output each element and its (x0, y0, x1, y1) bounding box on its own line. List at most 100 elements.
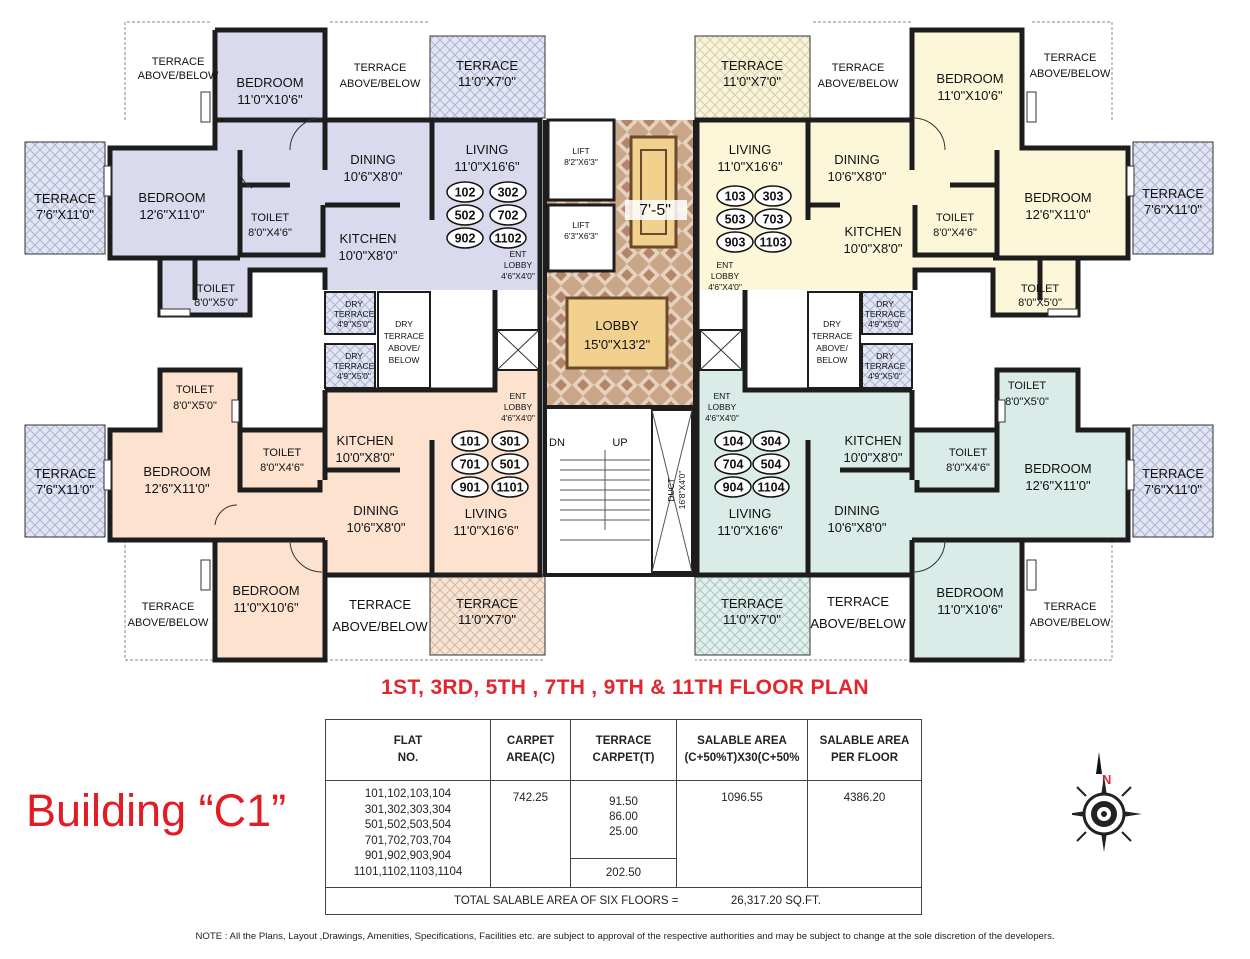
tl-living-label: LIVING (466, 142, 509, 157)
tl-lobby-dim: 4'6"X4'0" (501, 271, 535, 281)
tr-kitchen-dim: 10'0"X8'0" (843, 241, 902, 256)
lift2-dim: 6'3"X6'3" (564, 231, 598, 241)
flat-number-oval (714, 453, 752, 475)
flat-line: 301,302,303,304 (364, 803, 452, 816)
flat-number-label: 103 (725, 190, 746, 204)
tr-kitchen-label: KITCHEN (844, 224, 901, 239)
terrace-value: 91.50 (609, 796, 638, 808)
flat-line: 501,502,503,504 (364, 819, 452, 831)
tl-toilet2-dim: 8'0"X5'0" (194, 297, 238, 309)
flat-number-oval (752, 476, 790, 498)
br-bedroom2-dim: 11'0"X10'6" (937, 602, 1003, 617)
br-bedroom2-label: BEDROOM (936, 585, 1003, 600)
br-living-dim: 11'0"X16'6" (717, 523, 783, 538)
flat-number-oval (754, 185, 792, 207)
flat-number-oval (491, 476, 529, 498)
flat-number-oval (754, 208, 792, 230)
bl-terrace-left-dim: 7'6"X11'0" (36, 482, 94, 497)
terrace-value: 86.00 (609, 811, 638, 823)
br-terrace-bottom-dim: 11'0"X7'0" (723, 612, 781, 627)
tl-toilet1-dim: 8'0"X4'6" (248, 227, 292, 239)
bl-terrace-bottom-label: TERRACE (456, 596, 518, 611)
duct-label: DUCT (666, 478, 676, 502)
br-terrace-right-dim: 7'6"X11'0" (1144, 482, 1202, 497)
flat-number-label: 504 (761, 458, 782, 472)
bl-bedroom-dim: 12'6"X11'0" (144, 481, 210, 496)
core-dimension: 7'-5" (639, 202, 671, 219)
tr-toilet1-label: TOILET (936, 212, 975, 224)
tr-toilet2-label: TOILET (1021, 283, 1060, 295)
br-terrace-bottom-label: TERRACE (721, 596, 783, 611)
flat-line: 101,102,103,104 (364, 788, 452, 800)
bl-kitchen-dim: 10'0"X8'0" (335, 450, 394, 465)
flat-number-oval (714, 430, 752, 452)
flat-number-oval (716, 208, 754, 230)
terrace-value: 25.00 (609, 826, 638, 838)
flat-number-oval (752, 453, 790, 475)
flat-number-label: 502 (455, 209, 476, 223)
tr-bedroom1-dim: 11'0"X10'6" (937, 88, 1003, 103)
flat-number-oval (714, 476, 752, 498)
flat-number-label: 1103 (759, 236, 786, 250)
bl-dining-label: DINING (353, 503, 399, 518)
tr-toilet2-dim: 8'0"X5'0" (1018, 297, 1062, 309)
flat-line: 901,902,903,904 (364, 850, 452, 862)
central-core (543, 118, 697, 577)
br-terrace-right-label: TERRACE (1142, 466, 1204, 481)
flat-number-oval (451, 453, 489, 475)
bl-toilet1-label: TOILET (176, 384, 215, 396)
carpet-area-cell: 742.25 (490, 780, 571, 888)
br-living-label: LIVING (729, 506, 772, 521)
terrace-values-cell: 91.50 86.00 25.00 (570, 780, 677, 859)
flat-line: 1101,1102,1103,1104 (353, 865, 463, 878)
flat-line: 701,702,703,704 (364, 834, 452, 847)
tr-dining-label: DINING (834, 152, 880, 167)
flat-number-label: 303 (763, 190, 784, 204)
bl-terrace-bottom-dim: 11'0"X7'0" (458, 612, 516, 627)
lift1-dim: 8'2"X6'3" (564, 157, 598, 167)
flat-top-right (694, 27, 1214, 318)
flat-number-label: 501 (500, 458, 521, 472)
flat-number-label: 302 (498, 186, 519, 200)
flat-number-oval (754, 231, 792, 253)
stairs-up-label: UP (612, 437, 627, 449)
br-dining-dim: 10'6"X8'0" (827, 520, 886, 535)
bl-toilet2-label: TOILET (263, 447, 302, 459)
total-cell: TOTAL SALABLE AREA OF SIX FLOORS = 26,31… (325, 887, 922, 915)
flat-number-label: 104 (723, 435, 744, 449)
tl-dining-dim: 10'6"X8'0" (343, 169, 402, 184)
tl-ent-label: ENT (510, 249, 527, 259)
tl-bedroom1-dim: 11'0"X10'6" (237, 92, 303, 107)
br-toilet1-label: TOILET (1008, 380, 1047, 392)
tr-bedroom1-label: BEDROOM (936, 71, 1003, 86)
flat-bottom-left (24, 290, 546, 663)
tl-terrace-top-label: TERRACE (456, 58, 518, 73)
compass-north-label: N (1102, 772, 1111, 787)
tl-kitchen-label: KITCHEN (339, 231, 396, 246)
bl-bedroom-label: BEDROOM (143, 464, 210, 479)
flat-number-label: 1101 (496, 481, 523, 495)
tr-terrace-right-dim: 7'6"X11'0" (1144, 202, 1202, 217)
flat-number-label: 102 (455, 186, 476, 200)
flat-bottom-right (694, 290, 1214, 663)
bl-dining-dim: 10'6"X8'0" (346, 520, 405, 535)
flat-top-left (24, 27, 546, 318)
tl-bedroom2-label: BEDROOM (138, 190, 205, 205)
table-row: 101,102,103,104 301,302,303,304 501,502,… (325, 780, 922, 888)
flat-number-oval (489, 204, 527, 226)
flat-number-oval (451, 476, 489, 498)
tr-living-label: LIVING (729, 142, 772, 157)
tr-bedroom2-label: BEDROOM (1024, 190, 1091, 205)
flat-numbers-cell: 101,102,103,104 301,302,303,304 501,502,… (325, 780, 491, 888)
table-row: 202.50 (326, 858, 922, 888)
